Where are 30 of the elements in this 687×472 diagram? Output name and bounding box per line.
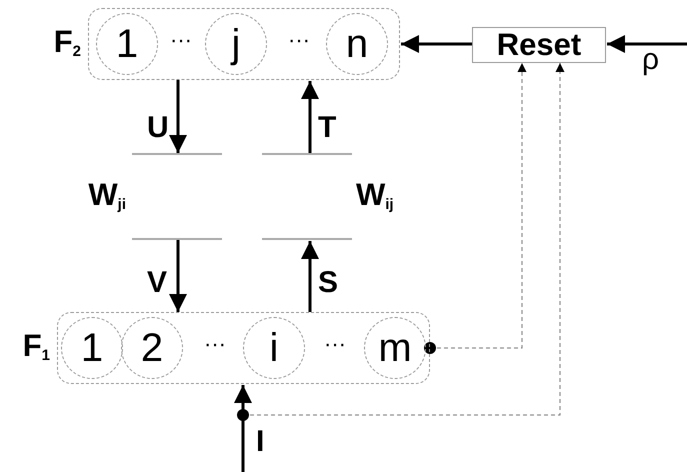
edge-label: I: [256, 427, 264, 457]
arrow: [607, 35, 687, 53]
neuron-circle: 1: [96, 13, 158, 75]
edge-label: S: [318, 268, 338, 298]
dashed-arrow: [237, 62, 564, 421]
arrow: [169, 80, 187, 153]
neuron-circle: n: [326, 13, 388, 75]
ellipsis: ···: [204, 333, 226, 355]
layer-label: F$_{1}$: [22, 330, 50, 363]
ellipsis: ···: [288, 29, 310, 51]
edge-label: ρ: [642, 45, 660, 75]
neuron-circle: i: [243, 317, 305, 379]
edge-label: U: [147, 113, 169, 143]
weight-label: W$_{ij}$: [356, 178, 394, 212]
neuron-circle: 1: [61, 317, 123, 379]
neuron-circle: m: [364, 317, 426, 379]
arrow: [234, 385, 252, 472]
ellipsis: ···: [324, 333, 346, 355]
neuron-circle: 2: [121, 317, 183, 379]
arrow: [169, 240, 187, 312]
arrow: [301, 81, 319, 153]
dashed-arrow: [424, 62, 526, 354]
weight-label: W$_{ji}$: [88, 178, 126, 212]
edge-label: T: [318, 113, 336, 143]
neuron-circle: j: [205, 13, 267, 75]
layer-label: F$_{2}$: [54, 26, 81, 59]
arrow: [301, 241, 319, 312]
reset-box: Reset: [472, 27, 606, 63]
edge-label: V: [147, 268, 168, 298]
ellipsis: ···: [170, 29, 192, 51]
